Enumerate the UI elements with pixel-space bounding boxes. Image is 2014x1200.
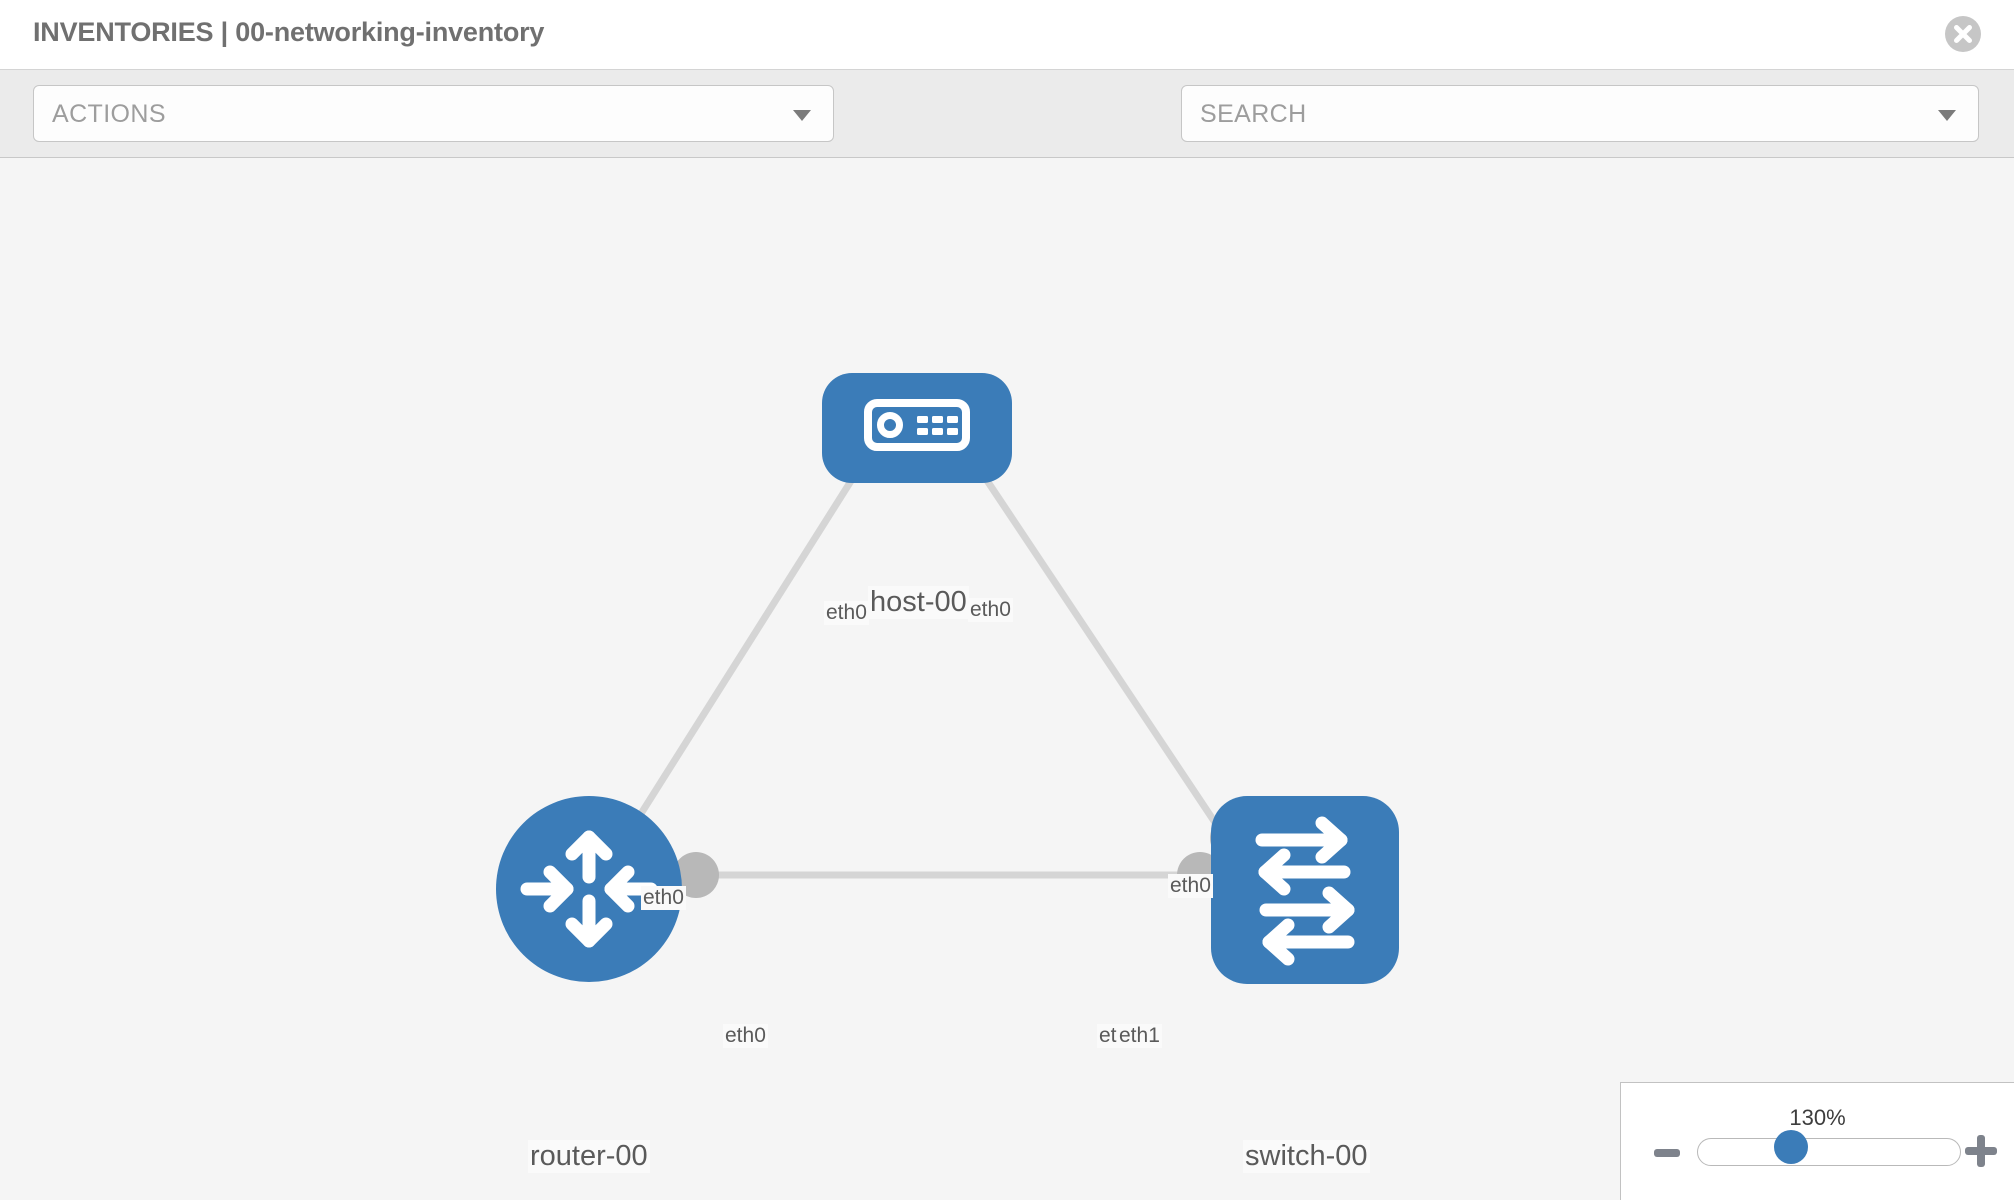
- zoom-slider-track[interactable]: [1697, 1138, 1961, 1166]
- search-placeholder: SEARCH: [1200, 100, 1307, 128]
- iface-label-switch-00-eth1: eth1: [1117, 1024, 1162, 1048]
- iface-label-switch-00-up: eth0: [1168, 874, 1213, 898]
- node-switch-00[interactable]: [1211, 796, 1399, 984]
- minus-icon: [1654, 1149, 1680, 1157]
- page-title: INVENTORIES | 00-networking-inventory: [33, 17, 545, 47]
- iface-label-host-00-right: eth0: [968, 598, 1013, 622]
- zoom-out-button[interactable]: [1652, 1138, 1682, 1168]
- iface-label-host-00-left: eth0: [824, 601, 869, 625]
- page-header: INVENTORIES | 00-networking-inventory: [0, 0, 2014, 69]
- iface-label-router-00-up: eth0: [641, 886, 686, 910]
- chevron-down-icon: [1938, 109, 1956, 121]
- chevron-down-icon: [793, 109, 811, 121]
- edge-host-00-router-00[interactable]: [610, 414, 895, 860]
- router-icon: [520, 830, 658, 948]
- topology-graph: [496, 373, 1399, 984]
- zoom-slider-handle[interactable]: [1774, 1130, 1808, 1164]
- topology-canvas[interactable]: eth0 eth0 eth0 eth0 eth0 eth0 eth1 host-…: [0, 158, 2014, 1200]
- actions-dropdown-label: ACTIONS: [52, 100, 166, 128]
- node-label-router-00: router-00: [528, 1140, 650, 1173]
- topology-edges: [610, 414, 1235, 879]
- zoom-percent-label: 130%: [1789, 1105, 1846, 1130]
- toolbar: ACTIONS SEARCH: [0, 69, 2014, 203]
- node-switch-00-shape: [1211, 796, 1399, 984]
- search-input[interactable]: SEARCH: [1181, 85, 1979, 142]
- node-host-00-shape: [822, 373, 1012, 483]
- close-circle-icon[interactable]: [1941, 12, 1985, 56]
- plus-icon: [1965, 1135, 1997, 1167]
- zoom-control-panel: 130%: [1620, 1082, 2014, 1200]
- node-label-host-00: host-00: [868, 586, 969, 619]
- zoom-in-button[interactable]: [1963, 1133, 1999, 1169]
- node-label-switch-00: switch-00: [1243, 1140, 1370, 1173]
- iface-label-router-00-east: eth0: [723, 1024, 768, 1048]
- actions-dropdown[interactable]: ACTIONS: [33, 85, 834, 142]
- node-router-00-shape: [496, 796, 682, 982]
- switch-icon: [1255, 816, 1355, 966]
- host-icon: [864, 399, 970, 451]
- close-circle-glyph: [1945, 16, 1981, 52]
- node-router-00[interactable]: [496, 796, 682, 982]
- node-host-00[interactable]: [822, 373, 1012, 483]
- edge-host-00-switch-00[interactable]: [941, 414, 1235, 850]
